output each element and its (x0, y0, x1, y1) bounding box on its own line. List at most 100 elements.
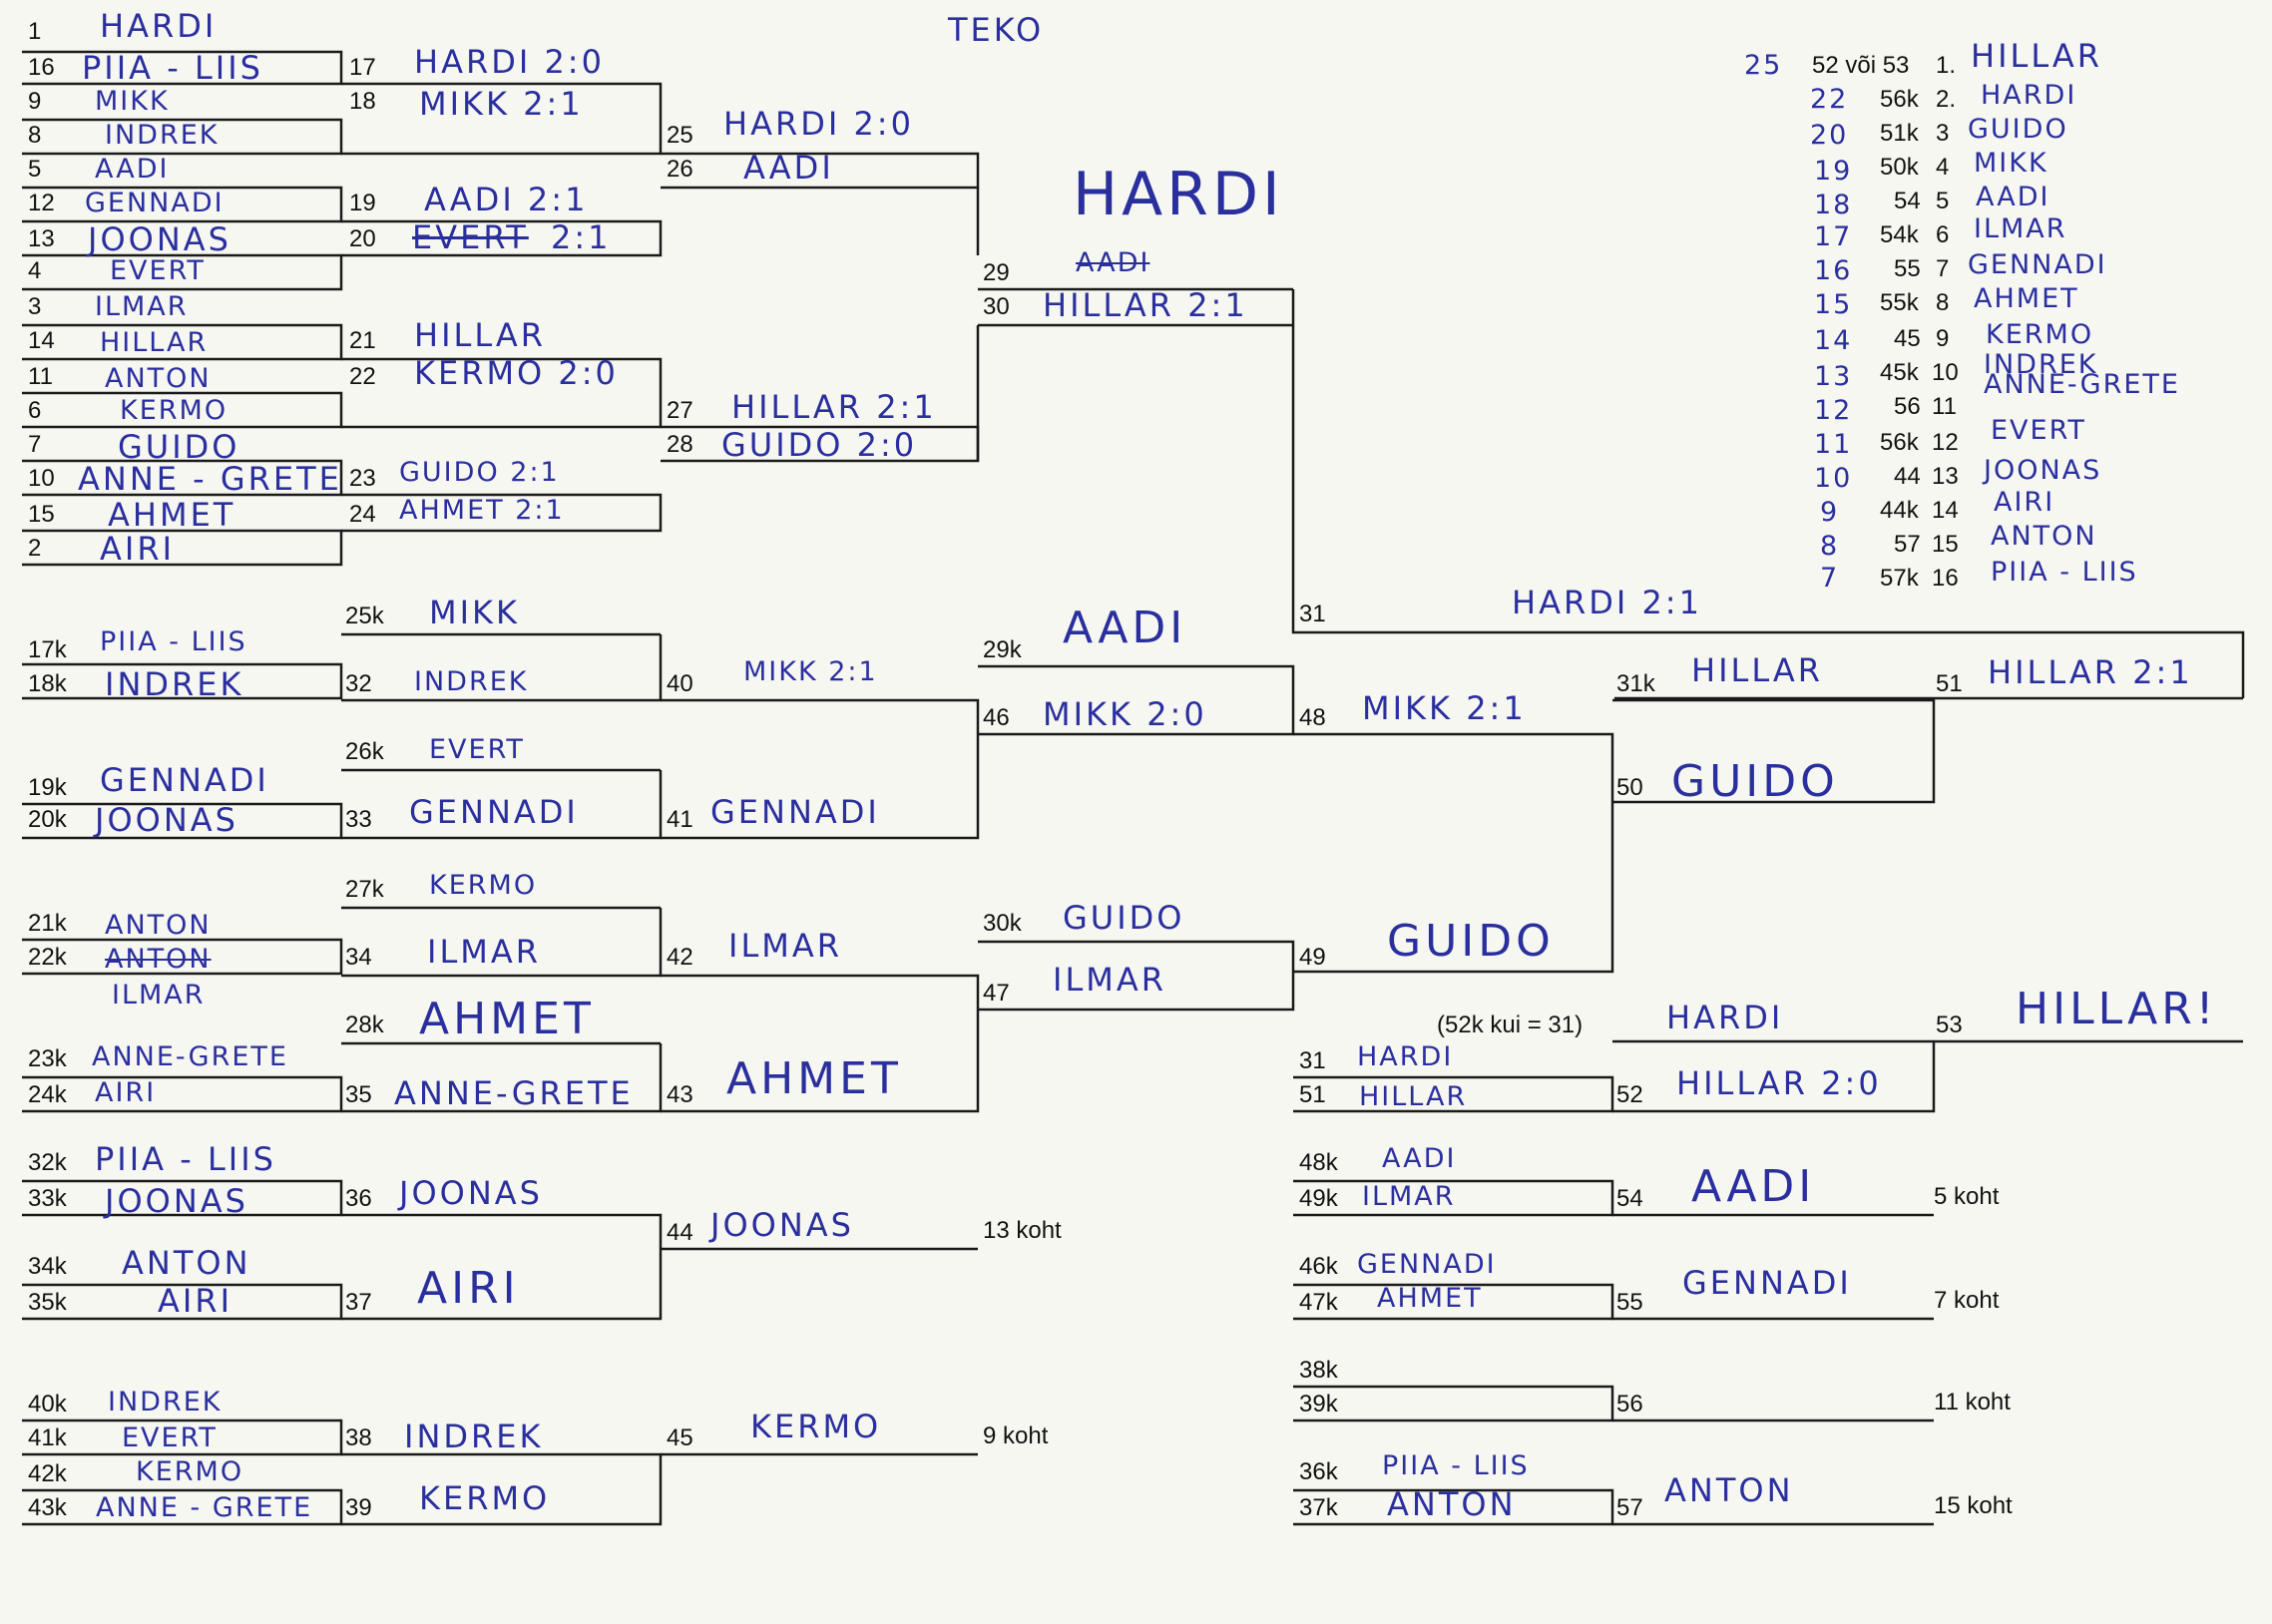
match-33k-player: JOONAS (105, 1182, 248, 1220)
seed-15-num: 15 (28, 501, 55, 528)
match-30k-num: 30k (983, 910, 1022, 937)
place-9: 9 koht (983, 1422, 1049, 1449)
standings-seed-6: 17 (1814, 221, 1853, 252)
match-22-num: 22 (349, 363, 376, 390)
match-37-num: 37 (345, 1289, 372, 1316)
match-57-num: 57 (1616, 1494, 1643, 1521)
match-41-player: GENNADI (710, 793, 880, 831)
match-27k-player: KERMO (429, 870, 538, 901)
seed-1-num: 1 (28, 18, 42, 45)
seed-7-num: 7 (28, 431, 42, 458)
match-25-result: HARDI 2:0 (723, 105, 914, 143)
match-19-result: AADI 2:1 (424, 181, 589, 218)
match-47-num: 47 (983, 980, 1010, 1007)
standings-place-15: 15 (1932, 531, 1959, 558)
match-32-player: INDREK (414, 666, 529, 697)
match-43k-player: ANNE - GRETE (96, 1492, 313, 1523)
match-22-result: KERMO 2:0 (414, 354, 619, 392)
match-39-player: KERMO (419, 1479, 551, 1517)
standings-name-15: ANTON (1991, 521, 2097, 552)
seed-12-num: 12 (28, 190, 55, 216)
standings-place-10: 10 (1932, 359, 1959, 386)
match-53-result: HILLAR! (2016, 984, 2218, 1034)
standings-place-6: 6 (1936, 221, 1950, 248)
seed-11-player: ANTON (105, 363, 212, 394)
standings-name-9: KERMO (1986, 319, 2094, 350)
standings-name-7: GENNADI (1968, 249, 2107, 280)
standings-seed-10: 13 (1814, 361, 1853, 392)
lb-47k-player: AHMET (1377, 1283, 1483, 1314)
match-27-num: 27 (667, 397, 693, 424)
match-38-num: 38 (345, 1424, 372, 1451)
match-20-result: EVERT (412, 218, 529, 256)
standings-place-13: 13 (1932, 463, 1959, 490)
match-37-player: AIRI (417, 1263, 520, 1314)
lb-22k-num: 22k (28, 944, 67, 971)
match-26k-num: 26k (345, 738, 384, 765)
lb-19k-num: 19k (28, 774, 67, 801)
standings-ref-1: 52 või 53 (1812, 52, 1910, 79)
standings-ref-3: 51k (1880, 120, 1919, 147)
standings-ref-2: 56k (1880, 86, 1919, 113)
seed-13-num: 13 (28, 225, 55, 252)
match-35-player: ANNE-GRETE (394, 1074, 634, 1112)
standings-seed-9: 14 (1814, 325, 1853, 356)
match-56-num: 56 (1616, 1391, 1643, 1418)
lb-51-num: 51 (1299, 1081, 1326, 1108)
match-28k-player: AHMET (419, 994, 595, 1044)
seed-14-num: 14 (28, 327, 55, 354)
standings-ref-9: 45 (1894, 325, 1921, 352)
standings-name-4: MIKK (1974, 148, 2048, 179)
seed-3-player: ILMAR (95, 291, 189, 322)
match-49-player: GUIDO (1387, 916, 1555, 967)
lb-51-player: HILLAR (1359, 1081, 1468, 1112)
standings-ref-10: 45k (1880, 359, 1919, 386)
match-51-result: HILLAR 2:1 (1988, 653, 2193, 691)
standings-name-6: ILMAR (1974, 213, 2067, 244)
match-28k-num: 28k (345, 1012, 384, 1038)
match-57-player: ANTON (1664, 1471, 1794, 1509)
standings-ref-16: 57k (1880, 565, 1919, 592)
match-28-num: 28 (667, 431, 693, 458)
lb-21k-player: ANTON (105, 910, 212, 941)
seed-3-num: 3 (28, 293, 42, 320)
match-50-player: GUIDO (1671, 756, 1839, 807)
lb-46k-num: 46k (1299, 1253, 1338, 1280)
lb-31-num: 31 (1299, 1047, 1326, 1074)
match-55-player: GENNADI (1682, 1264, 1852, 1302)
seed-8-player: INDREK (105, 120, 220, 151)
lb-24k-num: 24k (28, 1081, 67, 1108)
match-31-num: 31 (1299, 601, 1326, 627)
seed-8-num: 8 (28, 122, 42, 149)
match-30-result: HILLAR 2:1 (1043, 286, 1248, 324)
lb-17k-num: 17k (28, 636, 67, 663)
match-47-player: ILMAR (1053, 961, 1166, 999)
seed-10-num: 10 (28, 465, 55, 492)
place-5: 5 koht (1934, 1183, 2000, 1210)
standings-seed-5: 18 (1814, 190, 1853, 220)
match-43-player: AHMET (726, 1053, 902, 1104)
standings-seed-3: 20 (1810, 120, 1849, 151)
match-48-result: MIKK 2:1 (1362, 689, 1527, 727)
seed-5-num: 5 (28, 156, 42, 183)
match-29k-player: AADI (1063, 603, 1187, 653)
standings-seed-2: 22 (1810, 84, 1849, 115)
match-40-num: 40 (667, 670, 693, 697)
standings-ref-13: 44 (1894, 463, 1921, 490)
match-27k-num: 27k (345, 876, 384, 903)
lb-17k-player: PIIA - LIIS (100, 626, 247, 657)
match-29-num: 29 (983, 259, 1010, 286)
match-24-num: 24 (349, 501, 376, 528)
match-18-result: MIKK 2:1 (419, 85, 584, 123)
standings-place-7: 7 (1936, 255, 1950, 282)
standings-name-2: HARDI (1981, 80, 2077, 111)
lb-47k-num: 47k (1299, 1289, 1338, 1316)
lb-20k-player: JOONAS (95, 801, 238, 839)
match-51-num: 51 (1936, 670, 1963, 697)
standings-ref-4: 50k (1880, 154, 1919, 181)
standings-ref-7: 55 (1894, 255, 1921, 282)
match-36-num: 36 (345, 1185, 372, 1212)
match-54-num: 54 (1616, 1185, 1643, 1212)
match-33-num: 33 (345, 806, 372, 833)
